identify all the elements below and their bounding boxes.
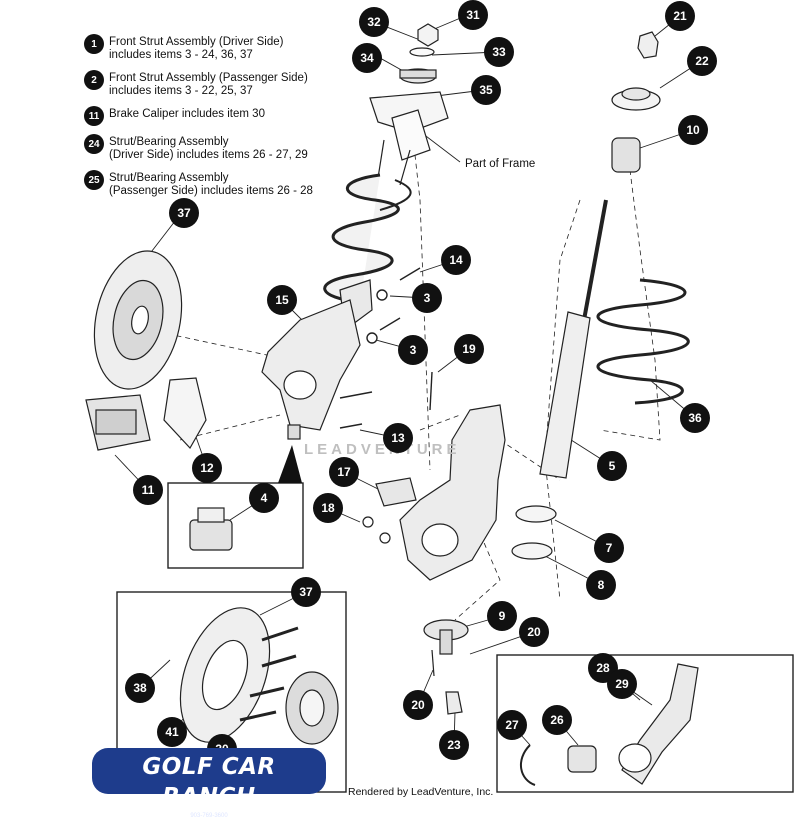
- legend-item: 1 Front Strut Assembly (Driver Side) inc…: [84, 34, 344, 62]
- right-strut-parts: [539, 31, 661, 479]
- callout-pin: 7: [594, 533, 624, 563]
- parts-legend: 1 Front Strut Assembly (Driver Side) inc…: [84, 34, 344, 208]
- frame-bracket: [369, 91, 449, 186]
- detail-pointer: [278, 445, 302, 483]
- callout-pin: 26: [542, 705, 572, 735]
- callout-pin: 37: [169, 198, 199, 228]
- watermark: LEADVENTURE: [304, 441, 461, 458]
- seal-8: [511, 542, 553, 560]
- brand-phone: 903-769-3600: [190, 813, 228, 819]
- caliper-bracket: [163, 377, 207, 450]
- callout-pin: 27: [497, 710, 527, 740]
- callout-pin: 3: [398, 335, 428, 365]
- bolts-left: [339, 267, 433, 429]
- callout-pin: 31: [458, 0, 488, 30]
- brand-logo: GOLF CAR RANCH 903-769-3600: [92, 748, 326, 819]
- strut-top-mount-parts: [395, 23, 439, 108]
- legend-number: 11: [84, 106, 104, 126]
- callout-pin: 38: [125, 673, 155, 703]
- legend-text: Strut/Bearing Assembly (Driver Side) inc…: [109, 136, 308, 161]
- legend-number: 1: [84, 34, 104, 54]
- callout-pin: 34: [352, 43, 382, 73]
- legend-text: Front Strut Assembly (Passenger Side) in…: [109, 72, 308, 97]
- callout-pin: 12: [192, 453, 222, 483]
- steering-knuckle-right: [362, 404, 506, 581]
- callout-pin: 13: [383, 423, 413, 453]
- callout-pin: 20: [519, 617, 549, 647]
- legend-text: Front Strut Assembly (Driver Side) inclu…: [109, 36, 284, 61]
- callout-pin: 10: [678, 115, 708, 145]
- callout-pin: 14: [441, 245, 471, 275]
- legend-item: 25 Strut/Bearing Assembly (Passenger Sid…: [84, 170, 344, 198]
- detail-box-4: [167, 482, 304, 569]
- legend-number: 2: [84, 70, 104, 90]
- callout-pin: 17: [329, 457, 359, 487]
- callout-pin: 37: [291, 577, 321, 607]
- callout-31-pin: 32: [359, 7, 389, 37]
- legend-item: 2 Front Strut Assembly (Passenger Side) …: [84, 70, 344, 98]
- brake-rotor-top: [93, 250, 183, 390]
- fitting-detail: [189, 507, 233, 551]
- callout-pin: 28: [588, 653, 618, 683]
- callout-pin: 5: [597, 451, 627, 481]
- callout-pin: 41: [157, 717, 187, 747]
- legend-number: 24: [84, 134, 104, 154]
- callout-pin: 11: [133, 475, 163, 505]
- legend-text: Strut/Bearing Assembly (Passenger Side) …: [109, 172, 313, 197]
- rotor-hub-detail: [179, 607, 339, 745]
- ball-joint: [423, 619, 469, 715]
- coil-spring: [596, 278, 690, 405]
- callout-pin: 4: [249, 483, 279, 513]
- steering-knuckle-left: [261, 299, 361, 440]
- callout-pin: 18: [313, 493, 343, 523]
- callout-pin: 8: [586, 570, 616, 600]
- callout-pin: 15: [267, 285, 297, 315]
- callout-pin: 22: [687, 46, 717, 76]
- legend-number: 25: [84, 170, 104, 190]
- strut-bearing-detail: [520, 663, 699, 786]
- callout-pin: 3: [412, 283, 442, 313]
- callout-pin: 23: [439, 730, 469, 760]
- callout-pin: 36: [680, 403, 710, 433]
- callout-pin: 35: [471, 75, 501, 105]
- brand-name: GOLF CAR RANCH: [142, 754, 276, 810]
- exploded-parts-diagram: [85, 13, 794, 793]
- credit-text: Rendered by LeadVenture, Inc.: [348, 786, 494, 798]
- frame-label: Part of Frame: [465, 158, 536, 170]
- callout-pin: 20: [403, 690, 433, 720]
- callout-pin: 19: [454, 334, 484, 364]
- callout-pin: 9: [487, 601, 517, 631]
- callout-pin: 29: [607, 669, 637, 699]
- callout-pin: 21: [665, 1, 695, 31]
- seal-7: [515, 505, 557, 523]
- callout-pin: 33: [484, 37, 514, 67]
- legend-text: Brake Caliper includes item 30: [109, 108, 265, 120]
- legend-item: 24 Strut/Bearing Assembly (Driver Side) …: [84, 134, 344, 162]
- brake-caliper: [85, 394, 151, 451]
- legend-item: 11 Brake Caliper includes item 30: [84, 106, 344, 126]
